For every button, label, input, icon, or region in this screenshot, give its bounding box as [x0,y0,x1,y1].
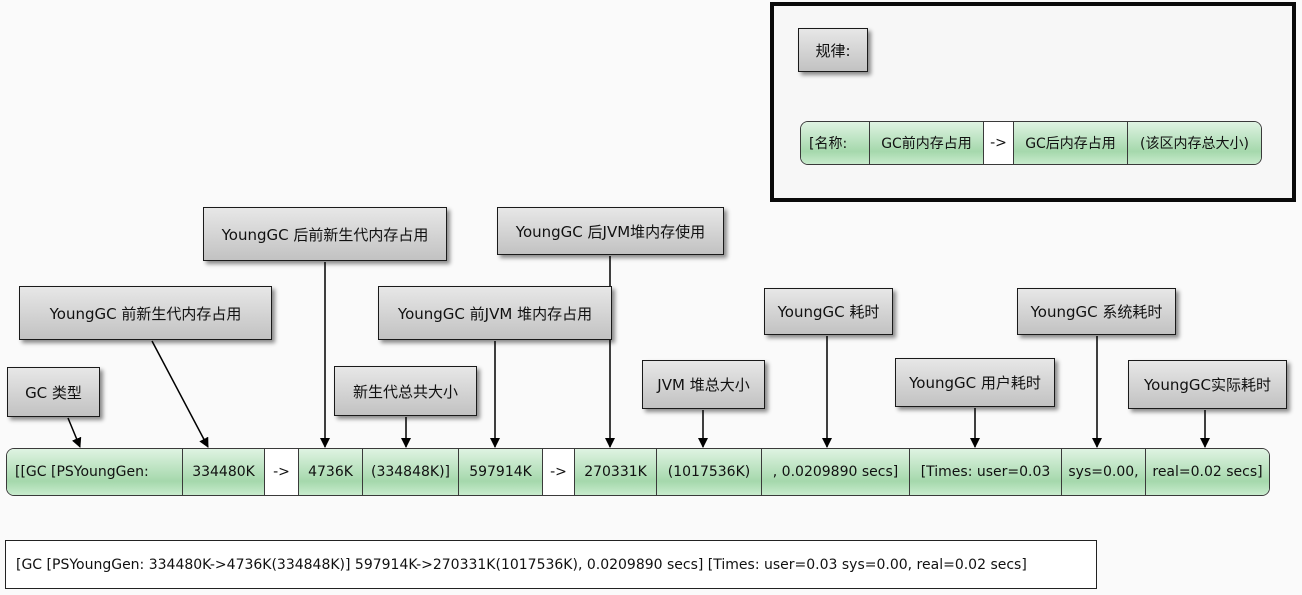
log-seg-young-before: 334480K [182,449,264,495]
raw-log-text: [GC [PSYoungGen: 334480K->4736K(334848K)… [16,556,1027,573]
legend-title-text: 规律: [815,41,851,60]
callout-young-before: YoungGC 前新生代内存占用 [19,286,272,340]
log-seg-real-time: real=0.02 secs] [1145,449,1269,495]
callout-heap-total-text: JVM 堆总大小 [657,376,750,394]
callout-heap-before-text: YoungGC 前JVM 堆内存占用 [397,304,593,323]
legend-seg-total: (该区内存总大小) [1127,122,1261,164]
callout-gc-type-text: GC 类型 [25,383,82,402]
gc-log-strip: [[GC [PSYoungGen: 334480K -> 4736K (3348… [6,448,1270,496]
raw-log-line: [GC [PSYoungGen: 334480K->4736K(334848K)… [5,540,1097,589]
legend-seg-arrow: -> [983,122,1013,164]
log-seg-sys-time: sys=0.00, [1061,449,1145,495]
callout-heap-after: YoungGC 后JVM堆内存使用 [497,207,724,255]
log-seg-elapsed: , 0.0209890 secs] [761,449,909,495]
log-seg-heap-total: (1017536K) [656,449,761,495]
callout-elapsed: YoungGC 耗时 [764,288,893,335]
legend-strip: [名称: GC前内存占用 -> GC后内存占用 (该区内存总大小) [800,121,1262,165]
callout-young-before-text: YoungGC 前新生代内存占用 [49,304,242,323]
arrow-gc-type [67,417,82,448]
log-seg-young-after: 4736K [298,449,362,495]
legend-seg-after: GC后内存占用 [1013,122,1127,164]
callout-young-after: YoungGC 后前新生代内存占用 [203,207,447,261]
log-seg-young-total: (334848K)] [362,449,458,495]
callout-gc-type: GC 类型 [7,367,100,417]
callout-real-time-text: YoungGC实际耗时 [1144,376,1271,394]
callout-user-time-text: YoungGC 用户耗时 [909,374,1041,392]
legend-seg-name: [名称: [801,122,869,164]
legend-title: 规律: [798,28,868,72]
log-seg-user-time: [Times: user=0.03 [909,449,1061,495]
log-seg-arrow-heap: -> [542,449,574,495]
callout-heap-before: YoungGC 前JVM 堆内存占用 [378,286,612,340]
arrow-young-before [151,340,209,448]
log-seg-heap-before: 597914K [458,449,542,495]
callout-young-after-text: YoungGC 后前新生代内存占用 [221,225,429,244]
callout-young-total: 新生代总共大小 [334,366,477,416]
callout-young-total-text: 新生代总共大小 [352,382,458,401]
log-seg-heap-after: 270331K [574,449,656,495]
callout-elapsed-text: YoungGC 耗时 [777,303,880,321]
callout-heap-after-text: YoungGC 后JVM堆内存使用 [515,222,706,241]
callout-user-time: YoungGC 用户耗时 [895,358,1055,407]
callout-sys-time-text: YoungGC 系统耗时 [1030,303,1163,321]
callout-heap-total: JVM 堆总大小 [642,360,765,409]
log-seg-gc-type: [[GC [PSYoungGen: [7,449,182,495]
legend-seg-before: GC前内存占用 [869,122,983,164]
log-seg-arrow-young: -> [264,449,298,495]
callout-sys-time: YoungGC 系统耗时 [1017,288,1176,335]
callout-real-time: YoungGC实际耗时 [1128,360,1287,409]
